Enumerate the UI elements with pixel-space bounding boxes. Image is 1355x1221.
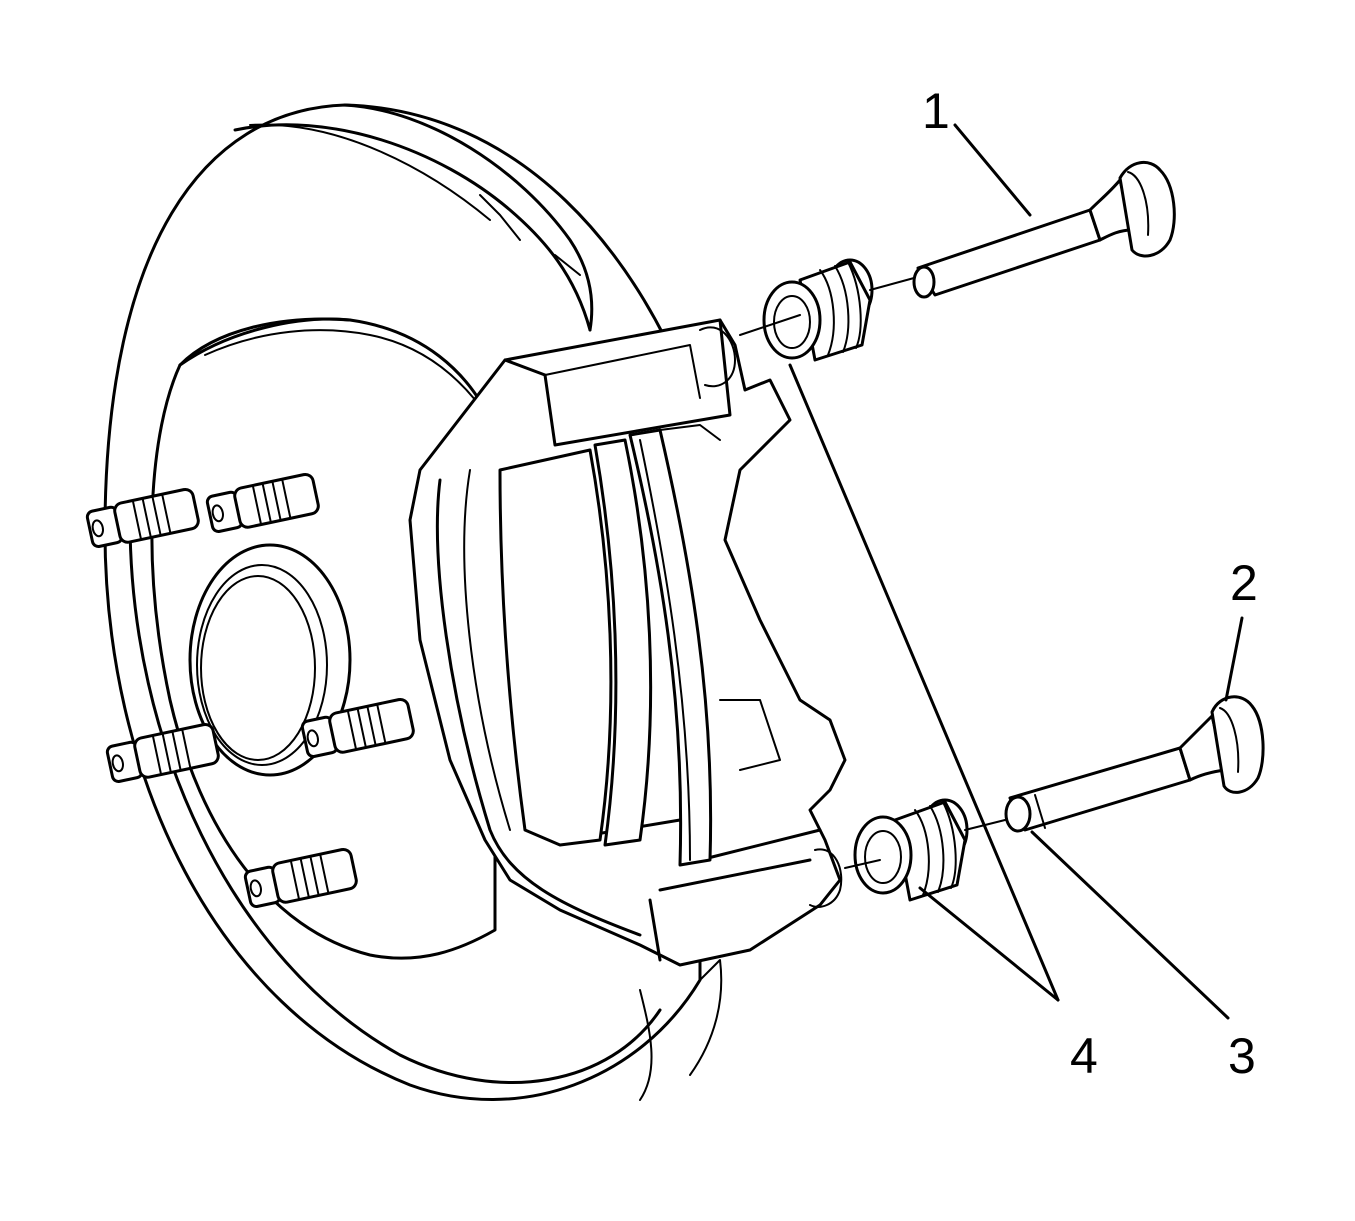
- leader-line-4a: [788, 363, 1060, 1002]
- wheel-hub: [150, 317, 497, 960]
- leader-line-1: [953, 123, 1032, 217]
- wheel-stud: [85, 487, 200, 548]
- wheel-stud: [105, 722, 220, 783]
- callout-3: 3: [1228, 1028, 1256, 1084]
- bushing-boot-upper: [762, 258, 874, 362]
- callout-2: 2: [1230, 555, 1258, 611]
- leader-line-2: [1224, 616, 1244, 702]
- callout-1: 1: [922, 83, 950, 139]
- bushing-boot-lower: [853, 798, 969, 902]
- leader-line-3: [1030, 830, 1230, 1020]
- wheel-stud: [243, 847, 358, 908]
- callout-4: 4: [1070, 1028, 1098, 1084]
- wheel-stud: [205, 472, 320, 533]
- guide-pin-bolt-upper: [912, 161, 1176, 299]
- leader-lines: [788, 123, 1244, 1020]
- guide-pin-bolt-lower: [1004, 695, 1265, 833]
- leader-line-4b: [918, 886, 1060, 1002]
- brake-pads: [498, 424, 781, 867]
- wheel-stud: [300, 697, 415, 758]
- wheel-studs: [85, 472, 415, 908]
- callouts: 1 2 3 4: [922, 83, 1258, 1084]
